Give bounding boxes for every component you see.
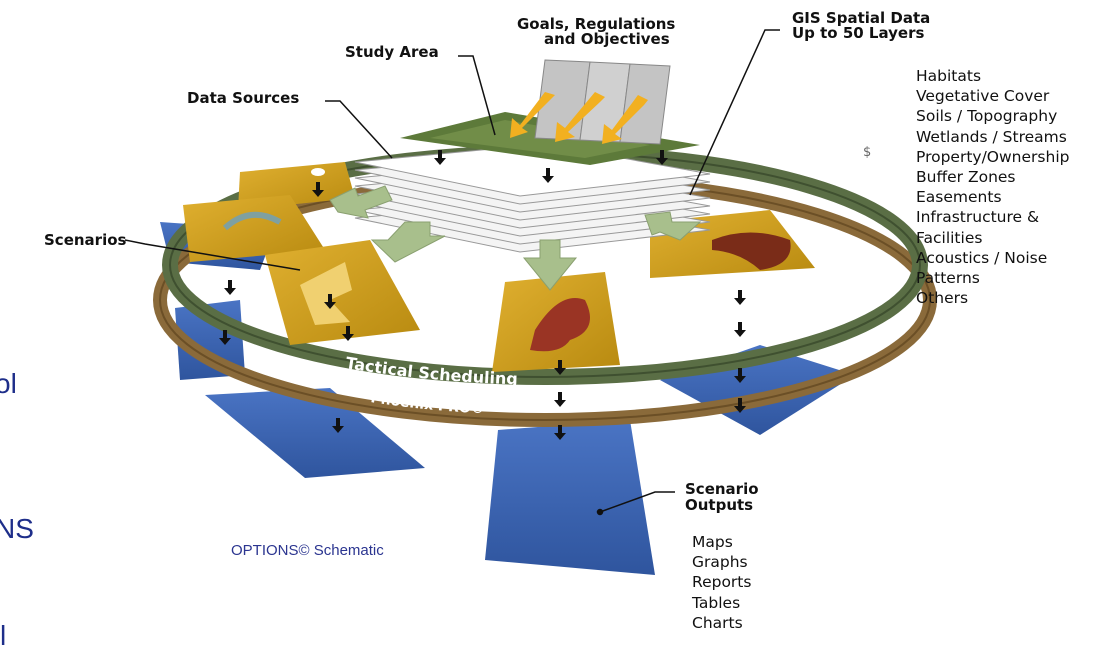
map-tile-feature [222,211,282,231]
down-arrow-icon [312,182,324,197]
down-arrow-icon [224,280,236,295]
list-item: Maps [692,533,733,551]
callout-goals-line2: and Objectives [544,30,670,48]
list-item: Facilities [916,228,983,247]
leader-gis [689,29,780,196]
leader-study-area [458,55,496,136]
down-arrow-icon [324,294,336,309]
map-tile-feature [300,262,352,325]
flow-arrow-icon [329,185,393,219]
study-area-texture [430,120,650,158]
goals-sheets [534,59,671,145]
list-item: Vegetative Cover [916,87,1050,106]
callout-scenarios: Scenarios [44,231,127,249]
list-item: Reports [692,573,752,592]
list-item: Graphs [692,553,748,572]
callout-goals-line1: Goals, Regulations [517,15,676,33]
callout-leaders [124,29,780,516]
flow-arrow-icon [555,92,605,142]
down-arrows [219,150,746,440]
down-arrow-icon [554,360,566,375]
down-arrow-icon [554,425,566,440]
leader-outputs [599,491,675,513]
down-arrow-icon [342,326,354,341]
map-tile-feature [530,298,590,352]
callout-gis-line1: GIS Spatial Data [792,9,931,27]
list-item: Acoustics / Noise [916,248,1048,267]
flow-arrow-icon [602,95,648,144]
list-item: Easements [916,188,1002,207]
down-arrow-icon [434,150,446,165]
gis-layers-list: Habitats Vegetative Cover Soils / Topogr… [916,66,1069,308]
output-sheet [205,388,425,478]
callout-gis-line2: Up to 50 Layers [792,24,925,42]
list-item: Others [916,289,969,308]
map-tile-feature [712,232,791,270]
callout-outputs-line1: Scenario [685,480,759,498]
down-arrow-icon [554,392,566,407]
list-item: Charts [692,613,743,632]
down-arrow-icon [734,368,746,383]
down-arrow-icon [734,322,746,337]
down-arrow-icon [734,290,746,305]
down-arrow-icon [734,398,746,413]
outputs-list: Maps Graphs Reports Tables Charts [692,532,751,633]
layer-to-scenario-arrows [329,185,702,291]
list-item: Soils / Topography [916,107,1058,126]
layer-sheet [354,143,711,197]
callout-study-area: Study Area [345,43,439,61]
cropped-edge-text-3: l [0,620,7,651]
list-item: Infrastructure & [916,208,1040,227]
stray-mark: $ [863,145,872,160]
list-item: Buffer Zones [916,168,1016,187]
gis-layer-stack [354,143,711,253]
down-arrow-icon [542,168,554,183]
leader-scenarios [124,239,301,271]
ring-label-tactical: Tactical Scheduling [344,353,518,388]
flow-arrow-icon [370,221,446,263]
leader-data-sources [325,100,393,159]
flow-arrow-icon [510,92,555,138]
list-item: Property/Ownership [916,147,1070,166]
leader-dot [596,508,604,516]
list-item: Habitats [916,67,982,85]
list-item: Patterns [916,269,980,288]
flow-arrow-icon [522,239,578,291]
callout-outputs-line2: Outputs [685,496,754,514]
schematic-caption: OPTIONS© Schematic [231,542,384,559]
output-sheet [485,420,655,575]
callout-data-sources: Data Sources [187,89,300,107]
down-arrow-icon [332,418,344,433]
flow-arrow-icon [644,211,702,241]
map-tile [183,195,325,262]
down-arrow-icon [219,330,231,345]
list-item: Wetlands / Streams [916,127,1067,146]
down-arrow-icon [656,150,668,165]
map-tile-feature [311,168,325,176]
cropped-edge-text-1: ol [0,368,17,399]
goals-arrows [510,92,648,144]
cropped-edge-text-2: NS [0,513,34,544]
list-item: Tables [692,593,741,612]
